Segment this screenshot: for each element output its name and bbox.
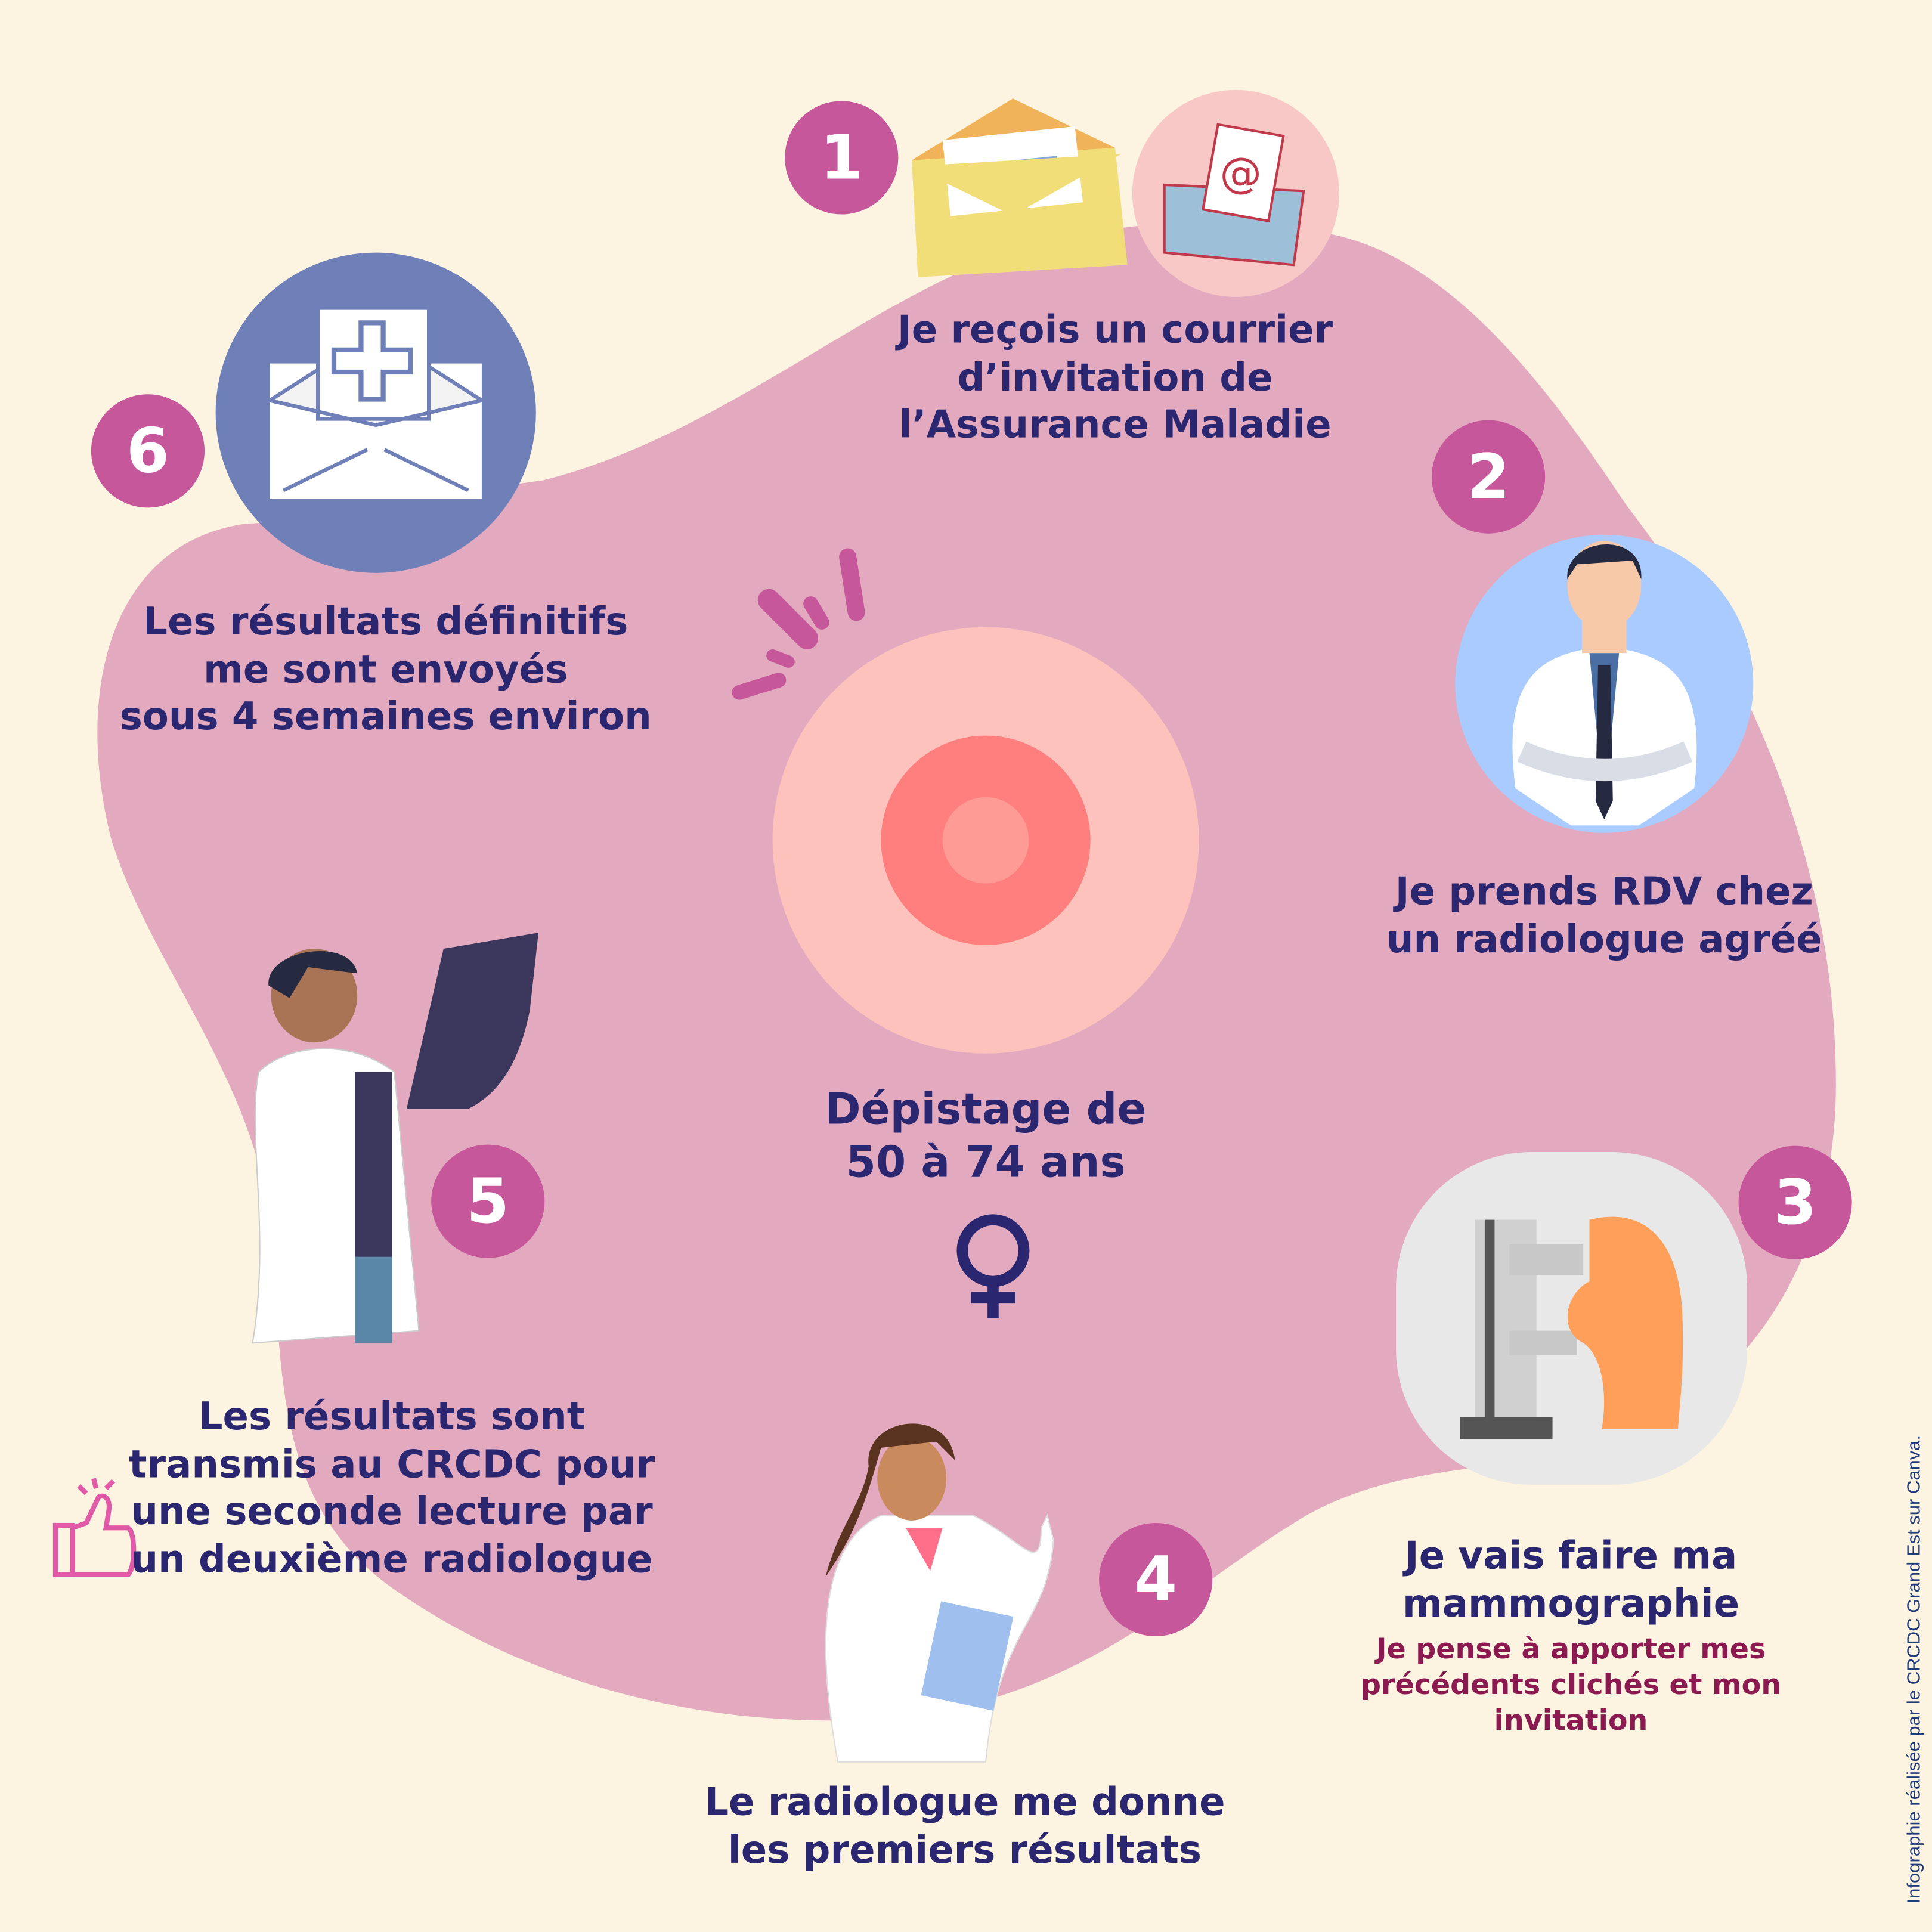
step-2-badge: 2 bbox=[1432, 420, 1546, 534]
spark-lines-icon bbox=[732, 548, 865, 700]
text-line: transmis au CRCDC pour bbox=[128, 1442, 655, 1487]
envelope-icon bbox=[912, 98, 1128, 277]
text-line: un deuxième radiologue bbox=[131, 1537, 653, 1582]
text-line: Les résultats sont bbox=[198, 1395, 586, 1439]
step-4-badge: 4 bbox=[1099, 1522, 1213, 1637]
step-6-text: Les résultats définitifs me sont envoyés… bbox=[120, 599, 652, 741]
text-line: 50 à 74 ans bbox=[846, 1138, 1126, 1188]
step-6-badge: 6 bbox=[91, 394, 205, 508]
medical-envelope-icon bbox=[215, 252, 536, 573]
text-line: Je pense à apporter mes bbox=[1376, 1633, 1766, 1666]
svg-text:@: @ bbox=[1220, 148, 1262, 197]
step-3-text: Je vais faire ma mammographie Je pense à… bbox=[1361, 1532, 1781, 1739]
step-1-text: Je reçois un courrier d’invitation de l’… bbox=[897, 307, 1333, 450]
text-line: Je prends RDV chez bbox=[1395, 869, 1813, 915]
text-line: l’Assurance Maladie bbox=[899, 402, 1332, 448]
credit-text: Infographie réalisée par le CRCDC Grand … bbox=[1903, 1435, 1925, 1904]
doctor-reading-xray-illustration bbox=[252, 933, 538, 1344]
step-3-note: Je pense à apporter mes précédents clich… bbox=[1361, 1633, 1781, 1740]
step-5-badge: 5 bbox=[431, 1144, 545, 1258]
mammography-machine-illustration bbox=[1396, 1151, 1748, 1485]
step-4-text: Le radiologue me donne les premiers résu… bbox=[704, 1779, 1225, 1874]
text-line: mammographie bbox=[1402, 1581, 1740, 1626]
text-line: Le radiologue me donne bbox=[704, 1780, 1225, 1825]
email-at-icon: @ bbox=[1132, 89, 1340, 297]
text-line: d’invitation de bbox=[957, 355, 1273, 400]
text-line: précédents clichés et mon bbox=[1361, 1669, 1782, 1702]
text-line: me sont envoyés bbox=[203, 647, 568, 692]
step-1-badge: 1 bbox=[785, 101, 899, 215]
step-2-text: Je prends RDV chez un radiologue agréé bbox=[1386, 869, 1822, 964]
text-line: Je reçois un courrier bbox=[897, 308, 1333, 352]
text-line: Dépistage de bbox=[825, 1085, 1147, 1135]
step-3-badge: 3 bbox=[1738, 1145, 1852, 1259]
thumbs-up-icon bbox=[52, 1478, 137, 1577]
radiologist-illustration bbox=[1455, 534, 1754, 833]
text-line: les premiers résultats bbox=[727, 1828, 1202, 1872]
text-line: Les résultats définitifs bbox=[143, 600, 628, 645]
female-symbol-icon bbox=[956, 1214, 1030, 1318]
step-5-text: Les résultats sont transmis au CRCDC pou… bbox=[129, 1394, 655, 1583]
text-line: invitation bbox=[1494, 1705, 1648, 1738]
text-line: une seconde lecture par bbox=[131, 1490, 653, 1534]
text-line: sous 4 semaines environ bbox=[119, 695, 652, 739]
text-line: un radiologue agréé bbox=[1386, 917, 1822, 962]
female-radiologist-illustration bbox=[825, 1423, 1054, 1763]
center-title: Dépistage de 50 à 74 ans bbox=[825, 1084, 1147, 1190]
target-icon bbox=[772, 627, 1199, 1054]
text-line: Je vais faire ma bbox=[1404, 1534, 1738, 1578]
